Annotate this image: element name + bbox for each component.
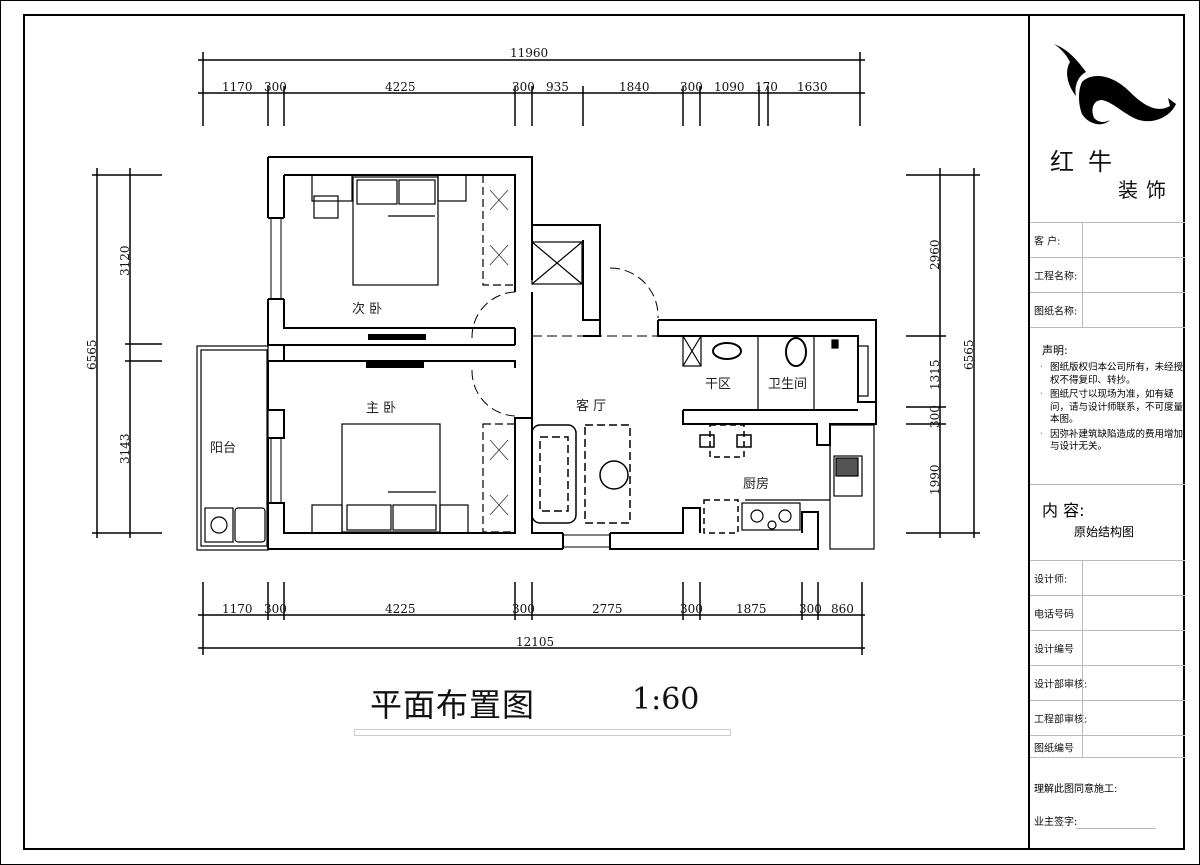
svg-text:1990: 1990 bbox=[928, 464, 942, 495]
room-label-master-bedroom: 主 卧 bbox=[366, 401, 396, 416]
dim-bottom-total: 12105 bbox=[516, 635, 554, 649]
svg-text:4225: 4225 bbox=[385, 602, 416, 616]
room-label-kitchen: 厨房 bbox=[743, 476, 769, 492]
svg-text:6565: 6565 bbox=[85, 339, 99, 370]
windows bbox=[270, 217, 611, 548]
field-design-review: 设计部审核: bbox=[1030, 665, 1185, 700]
svg-text:1170: 1170 bbox=[222, 602, 253, 616]
brand-subtitle: 装饰 bbox=[1118, 178, 1174, 202]
field-design-no: 设计编号 bbox=[1030, 630, 1185, 665]
top-dimension-lines bbox=[198, 52, 865, 126]
content-label: 内 容: bbox=[1042, 501, 1085, 520]
door-swings bbox=[471, 267, 659, 417]
svg-text:300: 300 bbox=[264, 80, 287, 94]
svg-text:300: 300 bbox=[799, 602, 822, 616]
room-label-second-bedroom: 次 卧 bbox=[352, 301, 382, 317]
room-label-bathroom: 卫生间 bbox=[768, 377, 807, 392]
content-value: 原始结构图 bbox=[1074, 525, 1135, 539]
content-section: 内 容: 原始结构图 bbox=[1030, 484, 1185, 561]
drawing-scale: 1:60 bbox=[632, 682, 700, 717]
owner-sign-label: 业主签字: bbox=[1034, 817, 1078, 828]
declaration: 声明: 图纸版权归本公司所有，未经授权不得复印、转抄。 图纸尺寸以现场为准，如有… bbox=[1030, 327, 1185, 488]
svg-text:300: 300 bbox=[512, 80, 535, 94]
wardrobes bbox=[482, 174, 516, 533]
room-label-living-room: 客 厅 bbox=[576, 398, 606, 414]
kitchen-counter bbox=[741, 424, 875, 550]
field-phone: 电话号码 bbox=[1030, 595, 1185, 630]
title-block: 红牛 装饰 客 户: 工程名称: 图纸名称: 声明: 图纸版权归本公司所有，未经… bbox=[1028, 14, 1185, 850]
declaration-title: 声明: bbox=[1042, 344, 1068, 357]
tv-units bbox=[366, 334, 426, 368]
field-project-name: 工程名称: bbox=[1030, 257, 1185, 292]
svg-text:1630: 1630 bbox=[797, 80, 828, 94]
duct-shaft bbox=[531, 241, 702, 367]
svg-text:1170: 1170 bbox=[222, 80, 253, 94]
svg-text:3120: 3120 bbox=[118, 245, 132, 276]
svg-text:3143: 3143 bbox=[118, 433, 132, 464]
svg-text:1840: 1840 bbox=[619, 80, 650, 94]
field-drawing-name: 图纸名称: bbox=[1030, 292, 1185, 327]
left-dimension-lines bbox=[92, 168, 162, 538]
svg-text:1875: 1875 bbox=[736, 602, 767, 616]
owner-sign-section: 理解此图同意施工: 业主签字: bbox=[1030, 757, 1185, 851]
declaration-item: 因弥补建筑缺陷造成的费用增加与设计无关。 bbox=[1040, 429, 1190, 454]
title-underline bbox=[354, 729, 731, 736]
brand-name: 红牛 bbox=[1050, 148, 1126, 176]
beds bbox=[311, 174, 469, 534]
field-designer: 设计师: bbox=[1030, 560, 1185, 595]
svg-text:300: 300 bbox=[512, 602, 535, 616]
svg-text:300: 300 bbox=[264, 602, 287, 616]
dim-top-total: 11960 bbox=[510, 46, 548, 60]
room-label-balcony: 阳台 bbox=[210, 441, 236, 456]
brand-logo: 红牛 装饰 bbox=[1030, 14, 1185, 222]
bathroom-fixtures bbox=[712, 336, 869, 410]
svg-text:935: 935 bbox=[546, 80, 569, 94]
bottom-dimension-lines bbox=[198, 582, 865, 655]
declaration-item: 图纸尺寸以现场为准，如有疑问，请与设计师联系，不可度量本图。 bbox=[1040, 389, 1190, 427]
walls bbox=[267, 156, 877, 550]
living-furniture bbox=[531, 424, 752, 534]
bull-logo-icon bbox=[1054, 44, 1176, 125]
svg-text:2960: 2960 bbox=[928, 239, 942, 270]
svg-text:4225: 4225 bbox=[385, 80, 416, 94]
field-client: 客 户: bbox=[1030, 222, 1185, 257]
svg-text:300: 300 bbox=[680, 602, 703, 616]
svg-text:1315: 1315 bbox=[928, 359, 942, 390]
svg-text:860: 860 bbox=[831, 602, 854, 616]
svg-text:6565: 6565 bbox=[962, 339, 976, 370]
wardrobe-hangers bbox=[489, 189, 509, 516]
drawing-title: 平面布置图 bbox=[370, 686, 536, 724]
declaration-item: 图纸版权归本公司所有，未经授权不得复印、转抄。 bbox=[1040, 362, 1190, 387]
field-drawing-no: 图纸编号 bbox=[1030, 735, 1185, 757]
field-engineering-review: 工程部审核: bbox=[1030, 700, 1185, 735]
balcony-rail bbox=[196, 345, 269, 551]
svg-text:300: 300 bbox=[928, 405, 942, 428]
svg-text:2775: 2775 bbox=[592, 602, 623, 616]
agree-label: 理解此图同意施工: bbox=[1034, 784, 1118, 795]
svg-text:170: 170 bbox=[755, 80, 778, 94]
svg-text:300: 300 bbox=[680, 80, 703, 94]
room-label-dry-area: 干区 bbox=[705, 377, 731, 392]
right-dimension-lines bbox=[906, 168, 980, 538]
signature-line bbox=[1076, 828, 1156, 829]
svg-text:1090: 1090 bbox=[714, 80, 745, 94]
